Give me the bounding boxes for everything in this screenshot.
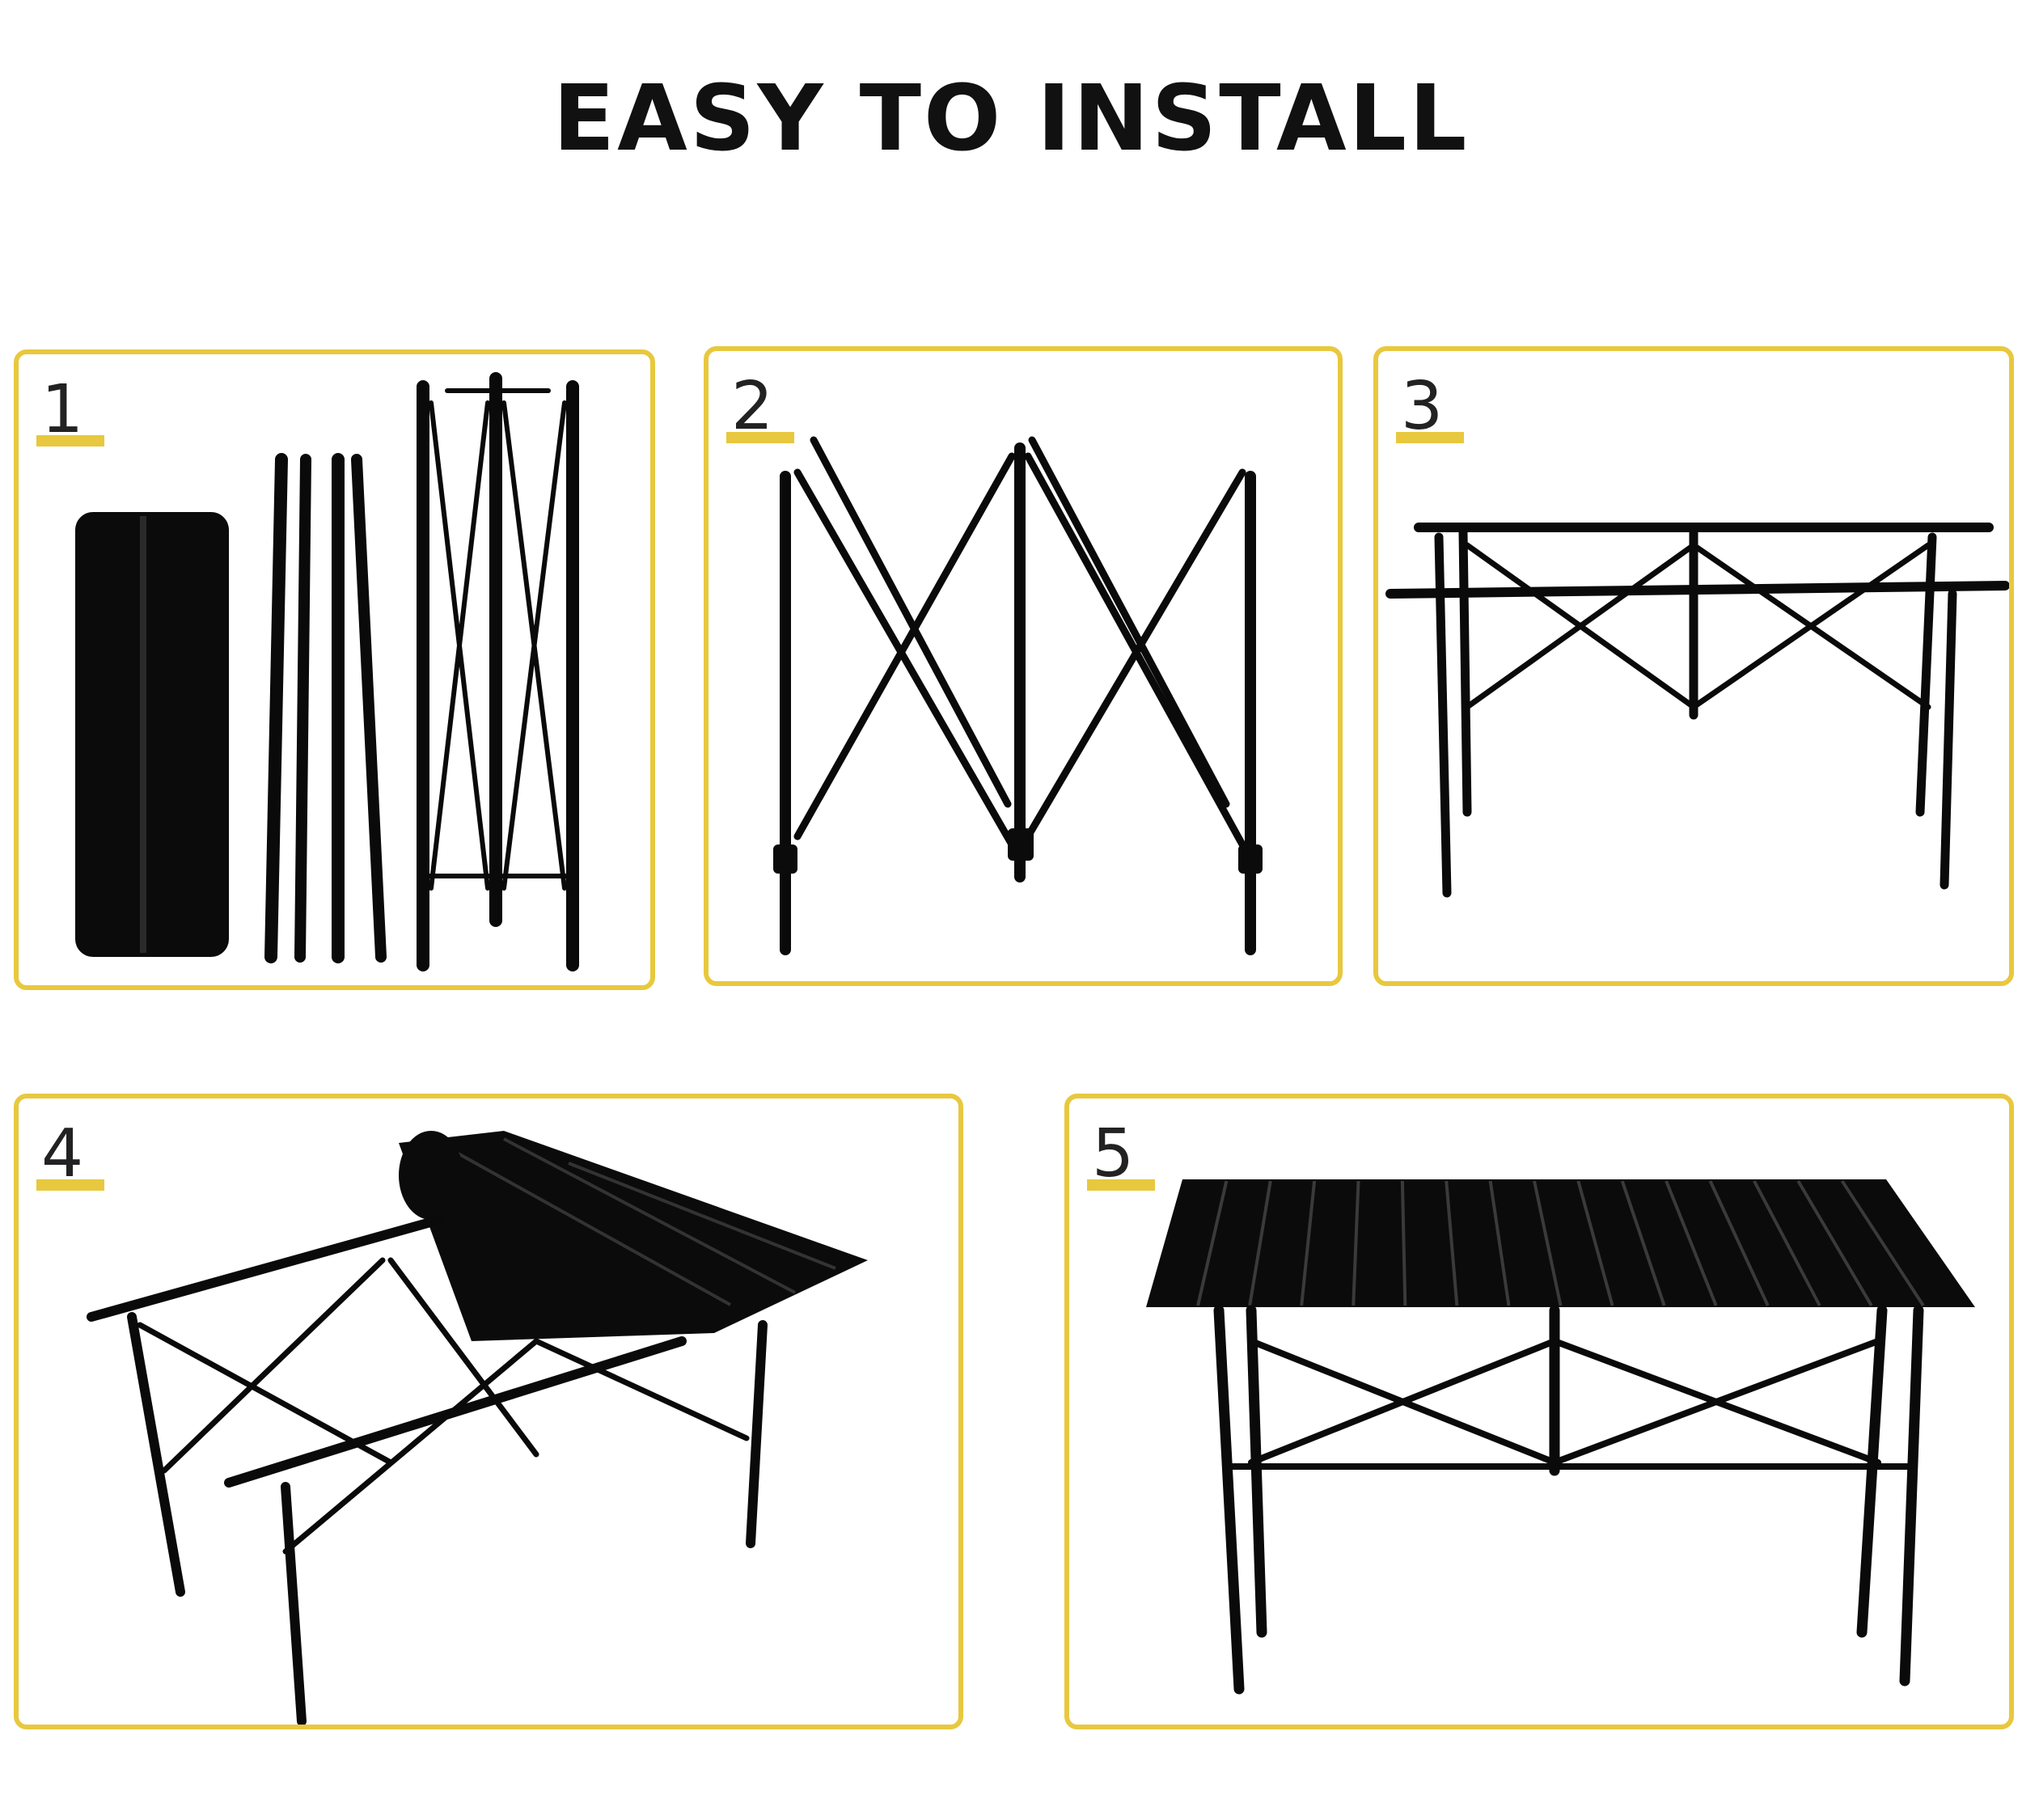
step-number: 2 bbox=[725, 368, 795, 445]
step-panel-4: 4 bbox=[14, 1094, 963, 1729]
step-number: 4 bbox=[36, 1115, 105, 1192]
finished-table-illustration bbox=[1146, 1179, 1975, 1695]
expanding-frame-illustration bbox=[773, 436, 1263, 955]
frame-with-rails-illustration bbox=[1385, 523, 2009, 898]
step-number: 1 bbox=[36, 371, 105, 448]
step-number: 5 bbox=[1086, 1115, 1156, 1192]
step-panel-1: 1 bbox=[14, 349, 655, 990]
rolling-tabletop-illustration bbox=[87, 1131, 868, 1725]
step-panel-3: 3 bbox=[1373, 346, 2014, 986]
page-title: EASY TO INSTALL bbox=[552, 66, 1470, 171]
step-panel-5: 5 bbox=[1064, 1094, 2014, 1729]
step-number: 3 bbox=[1395, 368, 1465, 445]
step-panel-2: 2 bbox=[704, 346, 1343, 986]
folded-parts-illustration bbox=[75, 372, 579, 971]
